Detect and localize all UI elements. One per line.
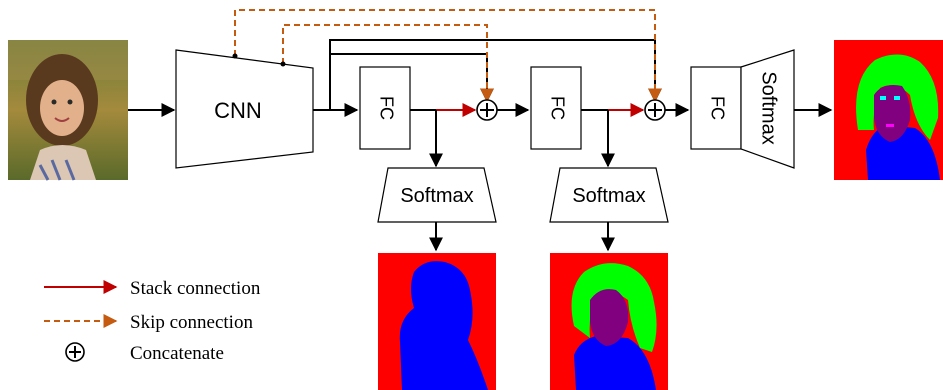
legend: Stack connection Skip connection Concate…	[44, 278, 261, 364]
cnn-label: CNN	[214, 98, 262, 123]
legend-concat-label: Concatenate	[130, 343, 224, 364]
feature-line-to-concat2	[329, 39, 662, 103]
softmax2-label: Softmax	[572, 185, 645, 207]
softmax-block-2: Softmax	[549, 167, 669, 223]
concat-node-2	[644, 99, 666, 121]
skip-junction-2	[280, 61, 286, 67]
fc-block-1: FC	[359, 66, 411, 150]
softmax-block-3: Softmax	[740, 49, 795, 169]
legend-stack-label: Stack connection	[130, 278, 261, 299]
legend-skip-label: Skip connection	[130, 312, 253, 333]
input-photo	[8, 40, 128, 181]
legend-concat-symbol	[65, 342, 85, 362]
softmax-block-1: Softmax	[377, 167, 497, 223]
fc3-label: FC	[707, 96, 727, 120]
fc-block-3: FC	[690, 66, 742, 150]
segmentation-map-2	[550, 253, 668, 390]
skip-connection-to-concat1	[282, 24, 494, 103]
fc2-label: FC	[547, 96, 567, 120]
skip-connection-to-concat2	[234, 9, 662, 103]
cnn-block: CNN	[175, 49, 314, 169]
softmax3-label: Softmax	[758, 71, 780, 144]
skip-junction-1	[232, 53, 238, 59]
softmax1-label: Softmax	[400, 185, 473, 207]
fc-block-2: FC	[530, 66, 582, 150]
concat-node-1	[476, 99, 498, 121]
fc1-label: FC	[376, 96, 396, 120]
segmentation-map-1	[378, 253, 496, 390]
final-segmentation-map	[834, 40, 943, 180]
